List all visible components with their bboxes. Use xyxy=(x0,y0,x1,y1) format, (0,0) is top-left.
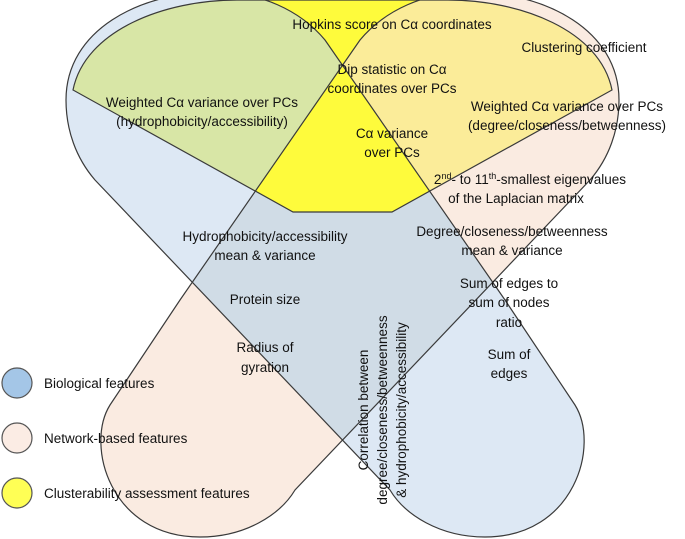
net-line4: sum of nodes xyxy=(468,295,549,310)
net-cluster-line2: Weighted Cα variance over PCs xyxy=(471,99,663,114)
legend-biological-swatch xyxy=(1,367,33,399)
bio-line4: Radius of xyxy=(236,340,293,355)
bio-line1: Hydrophobicity/accessibility xyxy=(182,229,347,244)
bio-line3: Protein size xyxy=(230,292,301,307)
net-line5: ratio xyxy=(496,315,522,330)
bio-net-line3: & hydrophobicity/accessibility xyxy=(394,322,409,498)
legend-clusterability-swatch xyxy=(1,477,33,509)
top-line1: Hopkins score on Cα coordinates xyxy=(292,17,491,32)
top-line3b: over PCs xyxy=(364,145,420,160)
net-cluster-eigen: 2nd- to 11th-smallest eigenvalues xyxy=(434,171,626,187)
net-line6: Sum of xyxy=(488,347,531,362)
legend-network-swatch xyxy=(1,422,33,454)
bio-line5: gyration xyxy=(241,360,289,375)
legend-network-label: Network-based features xyxy=(44,431,188,446)
net-cluster-line5: of the Laplacian matrix xyxy=(448,191,584,206)
net-line1: Degree/closeness/betweenness xyxy=(416,224,608,239)
top-line2b: coordinates over PCs xyxy=(327,81,456,96)
net-cluster-line1: Clustering coefficient xyxy=(521,40,646,55)
bio-net-text: Correlation between degree/closeness/bet… xyxy=(356,315,409,504)
net-cluster-line3: (degree/closeness/betweenness) xyxy=(468,118,666,133)
legend-clusterability-label: Clusterability assessment features xyxy=(44,486,250,501)
top-line2a: Dip statistic on Cα xyxy=(337,62,446,77)
legend-biological-label: Biological features xyxy=(44,376,155,391)
bio-net-line2: degree/closeness/betweenness xyxy=(375,315,390,504)
bio-line2: mean & variance xyxy=(214,248,315,263)
top-line3a: Cα variance xyxy=(356,126,428,141)
clusterability-outline xyxy=(72,0,613,213)
bio-cluster-line2: (hydrophobicity/accessibility) xyxy=(116,114,288,129)
net-line2: mean & variance xyxy=(461,243,562,258)
net-line7: edges xyxy=(491,366,528,381)
bio-net-line1: Correlation between xyxy=(356,350,371,471)
net-line3: Sum of edges to xyxy=(460,276,558,291)
bio-cluster-line1: Weighted Cα variance over PCs xyxy=(106,95,298,110)
